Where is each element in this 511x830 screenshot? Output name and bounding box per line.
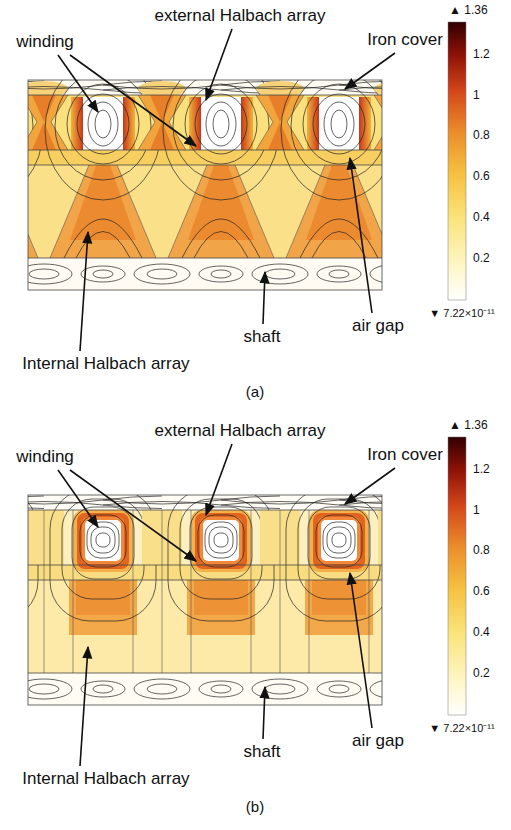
part-label: Iron cover (366, 30, 444, 50)
part-label: Internal Halbach array (21, 769, 190, 789)
colorbar-tick-label: 0.2 (472, 252, 491, 266)
colorbar (448, 22, 466, 300)
part-label: air gap (351, 731, 405, 751)
part-label-text: shaft (244, 327, 281, 346)
part-label: Iron cover (366, 445, 444, 465)
leader-arrows (58, 444, 395, 766)
colorbar-tick-label-text: 0.6 (473, 169, 490, 183)
field-period (221, 495, 382, 705)
colorbar-tick-label: 1 (472, 504, 481, 518)
colorbar-tick-label: 0.8 (472, 544, 491, 558)
colorbar-tick-label-text: 1.2 (473, 462, 490, 476)
colorbar-tick-label: 0.6 (472, 585, 491, 599)
part-label: Internal Halbach array (21, 354, 190, 374)
field-map (28, 495, 382, 705)
colorbar-tick-label: 0.4 (472, 626, 491, 640)
panel-caption-text: (a) (246, 383, 264, 400)
field-plot-a (0, 60, 511, 290)
colorbar-max-label-text: ▲ 1.36 (449, 3, 488, 17)
part-label: air gap (351, 316, 405, 336)
colorbar-min-label-text: ▼ 7.22×10⁻¹¹ (429, 307, 494, 319)
colorbar-tick-label-text: 0.8 (473, 543, 490, 557)
colorbar-tick-label-text: 0.4 (473, 625, 490, 639)
colorbar-tick-label-text: 0.8 (473, 128, 490, 142)
part-label: winding (15, 447, 75, 467)
field-period (339, 495, 382, 705)
part-label-text: winding (16, 447, 74, 466)
colorbar-tick-label-text: 0.2 (473, 666, 490, 680)
colorbar-tick-label: 0.8 (472, 129, 491, 143)
colorbar-tick-label: 0.2 (472, 667, 491, 681)
colorbar-tick-label: 1 (472, 89, 481, 103)
colorbar-tick-label-text: 0.4 (473, 210, 490, 224)
colorbar-tick-label-text: 0.2 (473, 251, 490, 265)
colorbar-tick-label-text: 1.2 (473, 47, 490, 61)
part-label-text: external Halbach array (154, 6, 325, 25)
colorbar-min-label: ▼ 7.22×10⁻¹¹ (428, 722, 495, 735)
part-label: shaft (243, 742, 282, 762)
field-map (28, 80, 382, 290)
part-label-text: Internal Halbach array (22, 354, 189, 373)
part-label-text: Iron cover (367, 445, 443, 464)
part-label-text: Internal Halbach array (22, 769, 189, 788)
layer-boundaries (28, 80, 382, 290)
colorbar-tick-label: 0.4 (472, 211, 491, 225)
part-label: winding (15, 32, 75, 52)
colorbar-tick-label: 1.2 (472, 463, 491, 477)
field-plot-b (0, 489, 511, 705)
part-label-text: air gap (352, 316, 404, 335)
layer-boundaries (28, 495, 382, 705)
part-label-text: winding (16, 32, 74, 51)
leader-arrows (58, 29, 395, 351)
colorbar-tick-label-text: 1 (473, 503, 480, 517)
field-period (339, 80, 382, 290)
colorbar-tick-label: 0.6 (472, 170, 491, 184)
part-label: shaft (243, 327, 282, 347)
colorbar-tick-label-text: 1 (473, 88, 480, 102)
colorbar-max-label: ▲ 1.36 (448, 4, 489, 18)
part-label: external Halbach array (153, 421, 326, 441)
colorbar (448, 437, 466, 715)
colorbar-min-label: ▼ 7.22×10⁻¹¹ (428, 307, 495, 320)
part-label-text: air gap (352, 731, 404, 750)
panel-caption: (a) (245, 383, 265, 400)
panel-caption: (b) (245, 798, 265, 815)
colorbar-tick-label-text: 0.6 (473, 584, 490, 598)
part-label-text: external Halbach array (154, 421, 325, 440)
panel-caption-text: (b) (246, 798, 264, 815)
colorbar-max-label: ▲ 1.36 (448, 419, 489, 433)
part-label: external Halbach array (153, 6, 326, 26)
field-period (221, 80, 382, 290)
part-label-text: Iron cover (367, 30, 443, 49)
part-label-text: shaft (244, 742, 281, 761)
colorbar-max-label-text: ▲ 1.36 (449, 418, 488, 432)
colorbar-min-label-text: ▼ 7.22×10⁻¹¹ (429, 722, 494, 734)
colorbar-tick-label: 1.2 (472, 48, 491, 62)
